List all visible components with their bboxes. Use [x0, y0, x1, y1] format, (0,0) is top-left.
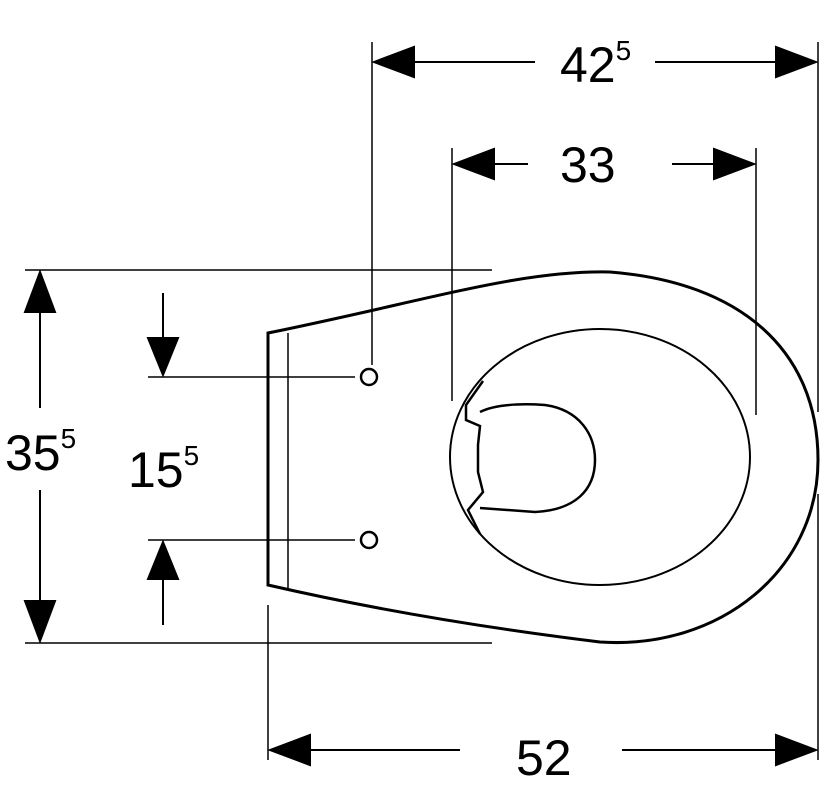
bowl-inner — [479, 403, 597, 514]
arrow-down-icon — [146, 337, 180, 378]
dimension-lines — [23, 45, 819, 767]
extension-lines — [25, 42, 819, 760]
arrow-left-icon — [451, 147, 495, 181]
fixing-hole-top — [359, 367, 379, 387]
toilet-outline — [266, 270, 820, 645]
arrow-left-icon — [371, 45, 415, 79]
dim-total-height-label: 355 — [5, 423, 76, 481]
hinge-bracket — [464, 380, 485, 535]
arrow-up-icon — [23, 269, 57, 313]
arrow-right-icon — [775, 733, 819, 767]
dim-fixing-spacing-label: 155 — [128, 440, 199, 498]
arrow-right-icon — [775, 45, 819, 79]
arrow-up-icon — [146, 539, 180, 580]
arrow-right-icon — [713, 147, 757, 181]
arrow-left-icon — [267, 733, 311, 767]
dim-seat-width-label: 33 — [560, 137, 616, 193]
arrow-down-icon — [23, 600, 57, 644]
dim-total-length-label: 52 — [516, 730, 572, 786]
toilet-body-outline — [266, 270, 820, 645]
bowl-rim — [449, 328, 751, 586]
fixing-hole-bottom — [359, 530, 379, 550]
dim-top-width-label: 425 — [560, 35, 631, 93]
